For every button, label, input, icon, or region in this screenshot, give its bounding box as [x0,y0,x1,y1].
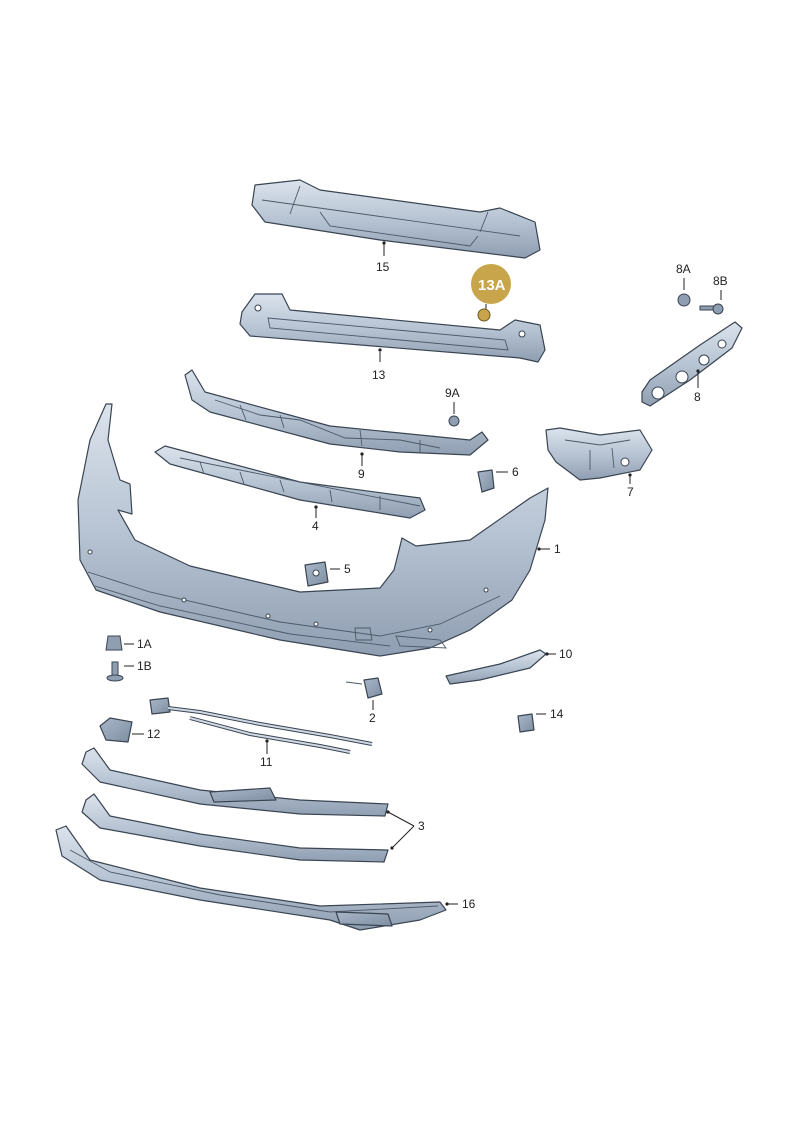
part-15-impact-absorber: 15 [251,179,541,274]
label-1: 1 [554,542,561,556]
label-15: 15 [376,260,390,274]
part-10-trim-strip: 10 [445,647,573,685]
highlight-badge-13A [471,264,511,304]
part-16-diffuser: 16 [55,825,476,931]
bolt-13A [477,308,491,322]
part-5-clip: 5 [304,561,351,587]
part-8-bracket-group: 8A 8B 8 [641,262,743,407]
label-3: 3 [418,819,425,833]
part-9-upper-guide: 9A 9 [184,369,489,481]
screw-8A-icon [677,293,691,307]
label-8B: 8B [713,274,728,288]
clip-1A-icon [105,635,123,651]
part-13A-bolt-highlight: 13A [471,264,511,322]
part-1A-1B-fasteners: 1A 1B [105,635,152,682]
label-9A: 9A [445,386,460,400]
label-4: 4 [312,519,319,533]
part-4-lower-guide: 4 [154,445,426,533]
label-1B: 1B [137,659,152,673]
part-3-lower-trims: 3 [81,747,425,863]
label-10: 10 [559,647,573,661]
label-11: 11 [260,755,273,769]
part-12-bracket: 12 [99,717,161,743]
label-1A: 1A [137,637,152,651]
part-6-clip: 6 [477,465,519,493]
part-2-tow-cover: 2 [345,677,383,725]
label-8A: 8A [676,262,691,276]
screw-1B-icon [106,661,124,682]
label-13: 13 [372,368,386,382]
label-16: 16 [462,897,476,911]
label-14: 14 [550,707,564,721]
nut-9A-icon [448,415,460,427]
label-5: 5 [344,562,351,576]
part-13-reinforcement: 13 [239,293,546,382]
part-11-wiring-harness: 11 [149,697,373,769]
screw-8B-icon [699,303,724,315]
label-9: 9 [358,467,365,481]
label-13A: 13A [478,277,506,294]
label-6: 6 [512,465,519,479]
label-7: 7 [627,485,634,499]
part-7-side-bracket: 7 [545,427,653,499]
part-1-bumper-cover: 1 [77,403,561,657]
label-12: 12 [147,727,161,741]
part-14-clip: 14 [517,707,564,733]
label-8: 8 [694,390,701,404]
label-2: 2 [369,711,376,725]
